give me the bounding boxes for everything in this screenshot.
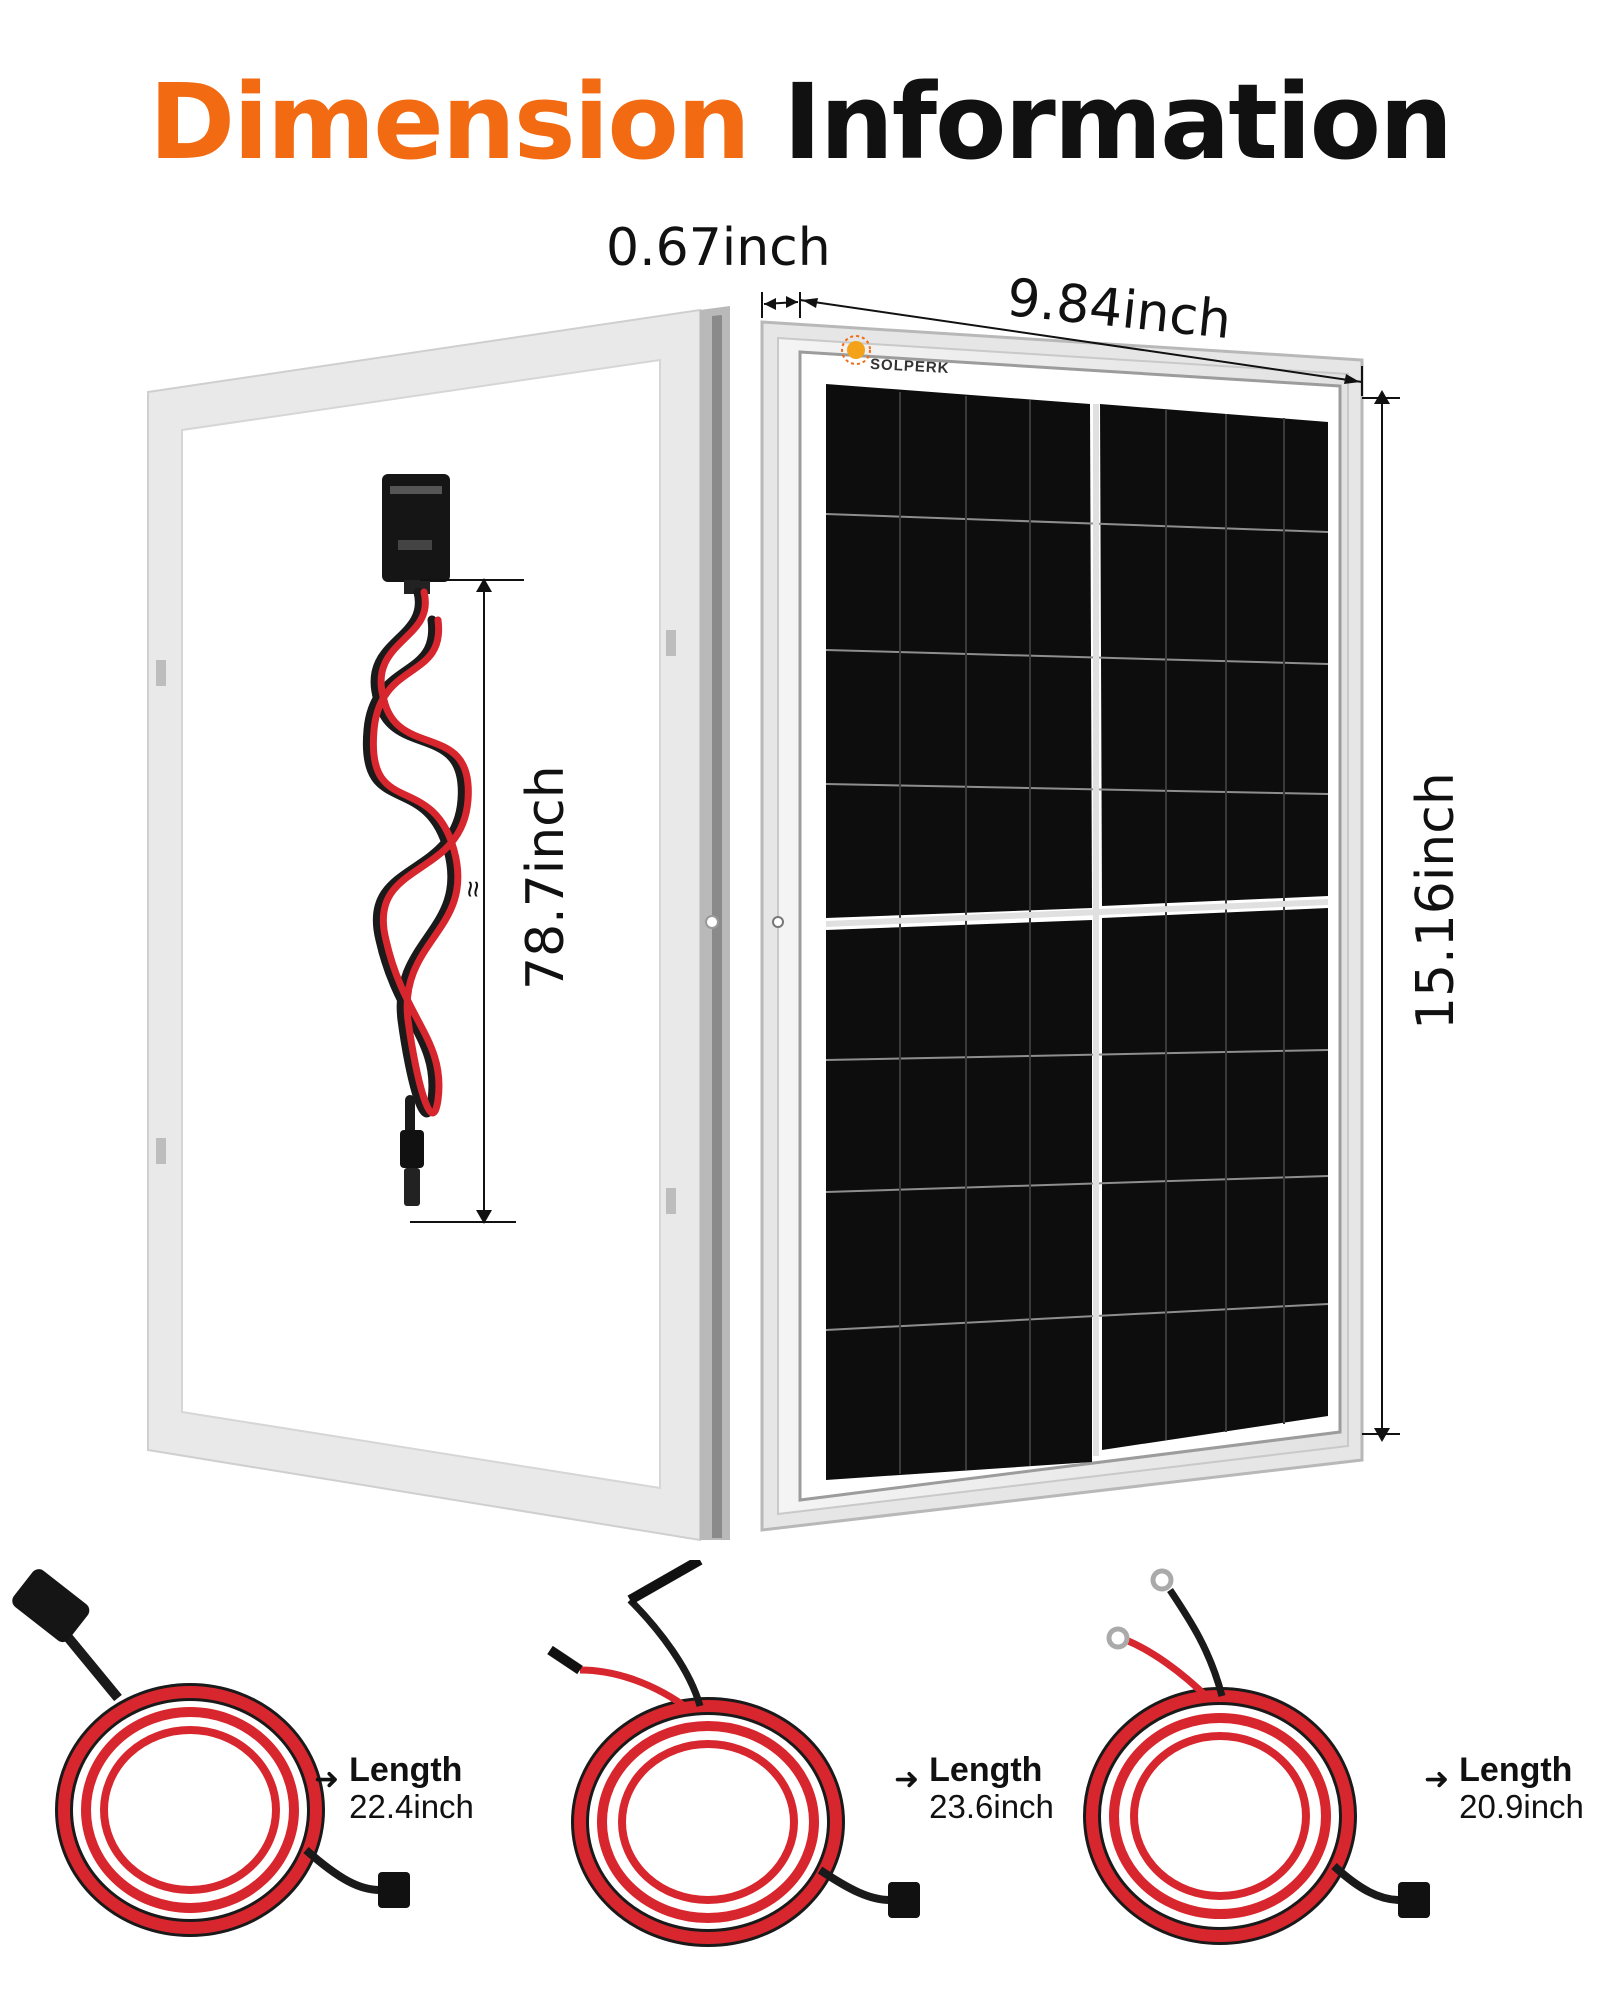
thickness-dimension-line bbox=[761, 292, 801, 318]
title-dimension: Dimension bbox=[148, 61, 751, 183]
width-dimension-line bbox=[799, 298, 1363, 396]
length-value: 22.4inch bbox=[349, 1788, 474, 1826]
panel-back bbox=[147, 306, 730, 1542]
length-label: Length bbox=[929, 1751, 1043, 1789]
height-label: 15.16inch bbox=[1406, 772, 1466, 1030]
junction-box-icon bbox=[382, 474, 450, 594]
cigarette-lighter-cable-icon bbox=[12, 1569, 410, 1937]
cable-dimension-line bbox=[410, 578, 524, 1224]
alligator-clip-cable-icon bbox=[547, 1560, 920, 1947]
length-label: Length bbox=[1459, 1751, 1573, 1789]
arrow-right-icon: ➜ bbox=[1424, 1763, 1450, 1796]
panel-front bbox=[760, 320, 1364, 1532]
cable2-length: ➜ Length 23.6inch bbox=[894, 1751, 1054, 1826]
accessory-cables bbox=[12, 1560, 1430, 1947]
page-title: Dimension Information bbox=[0, 70, 1600, 174]
arrow-right-icon: ➜ bbox=[314, 1763, 340, 1796]
thickness-label: 0.67inch bbox=[606, 218, 831, 278]
solar-cells bbox=[825, 384, 1329, 1480]
panel-cable-icon bbox=[362, 587, 472, 1206]
length-value: 20.9inch bbox=[1459, 1788, 1584, 1826]
approx-symbol: ≈ bbox=[457, 880, 491, 898]
title-information: Information bbox=[783, 61, 1453, 183]
cable-length-label: 78.7inch bbox=[516, 765, 576, 990]
cable1-length: ➜ Length 22.4inch bbox=[314, 1751, 474, 1826]
arrow-right-icon: ➜ bbox=[894, 1763, 920, 1796]
height-dimension-line bbox=[1362, 390, 1400, 1442]
length-value: 23.6inch bbox=[929, 1788, 1054, 1826]
solar-panel-illustration bbox=[147, 292, 1400, 1542]
length-label: Length bbox=[349, 1751, 463, 1789]
sun-logo-icon bbox=[841, 335, 871, 365]
cable3-length: ➜ Length 20.9inch bbox=[1424, 1751, 1584, 1826]
ring-terminal-cable-icon bbox=[1083, 1568, 1430, 1945]
